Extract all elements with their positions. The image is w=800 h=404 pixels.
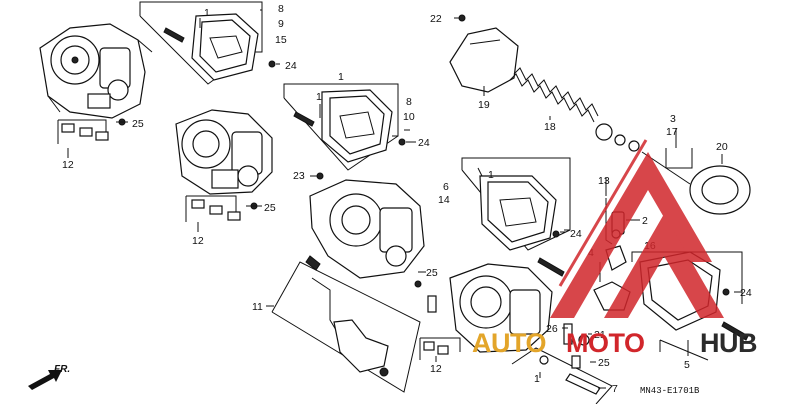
carburetor-body-2 [175,109,273,195]
label-12: 12 [430,363,442,375]
label-24: 24 [570,228,582,240]
label-15: 15 [275,34,287,46]
label-21: 21 [594,329,606,341]
carburetor-body-1 [39,23,153,119]
label-1: 1 [204,7,210,19]
hardware-group-1 [57,118,126,144]
label-13: 13 [598,175,610,187]
label-18: 18 [544,121,556,133]
label-24: 24 [285,60,297,72]
link-plate-assembly [271,255,421,393]
spring-18 [509,67,599,123]
label-5: 5 [684,359,690,371]
label-11: 11 [252,301,263,313]
label-17: 17 [666,126,678,138]
label-25: 25 [132,118,144,130]
watermark-text: AUTO MOTO HUB [472,328,758,358]
label-2: 2 [642,215,648,227]
label-25: 25 [598,357,610,369]
label-8: 8 [278,3,284,15]
top-cap-19 [449,14,519,93]
watermark-hub: HUB [700,328,757,358]
label-25: 25 [426,267,438,279]
watermark-logo [550,139,724,318]
label-7: 7 [612,383,618,395]
watermark-moto: MOTO [566,328,645,358]
gasket-set-1 [139,1,276,85]
label-23: 23 [293,170,305,182]
label-25: 25 [264,202,276,214]
gasket-set-2 [283,83,406,171]
front-marker-label: FR. [54,364,70,375]
diaphragm-parts [595,123,751,215]
label-3: 3 [670,113,676,125]
label-6: 6 [443,181,449,193]
label-1: 1 [488,169,494,181]
label-24: 24 [740,287,752,299]
label-14: 14 [438,194,450,206]
jet-parts [511,323,613,404]
label-1: 1 [316,91,322,103]
label-20: 20 [716,141,728,153]
label-26: 26 [546,323,558,335]
watermark-auto: AUTO [472,328,546,358]
diagram-code: MN43-E1701B [640,386,700,396]
leader-lines [67,9,742,389]
gasket-set-3 [461,157,571,277]
label-19: 19 [478,99,490,111]
label-24: 24 [418,137,430,149]
label-9: 9 [278,18,284,30]
label-1: 1 [534,373,540,385]
hardware-group-2 [185,195,258,222]
front-arrow-icon: FR. [28,364,70,390]
carburetor-body-4 [449,263,553,353]
label-8: 8 [406,96,412,108]
label-12: 12 [62,159,74,171]
label-12: 12 [192,235,204,247]
label-10: 10 [403,111,415,123]
carburetor-body-3 [309,172,425,279]
label-22: 22 [430,13,442,25]
hardware-group-3 [414,280,461,360]
label-1: 1 [338,71,344,83]
